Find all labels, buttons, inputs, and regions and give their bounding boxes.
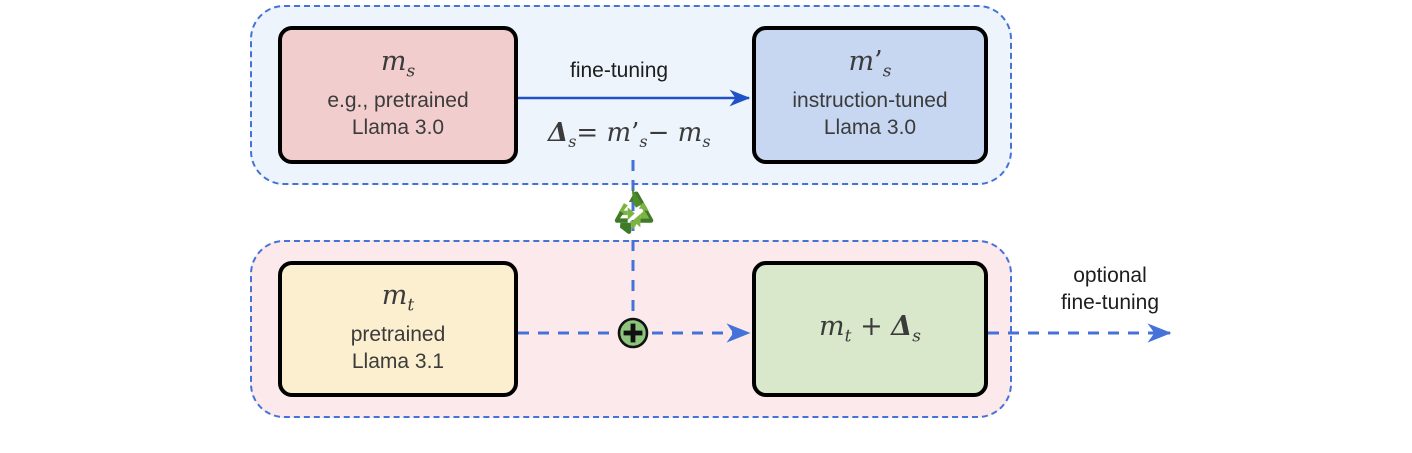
recycle-icon: [614, 187, 654, 234]
label-optional-fine-tuning: optional fine-tuning: [1040, 262, 1180, 317]
model-desc-mt: pretrained Llama 3.1: [350, 323, 446, 374]
model-desc-ms-prime: instruction-tuned Llama 3.0: [792, 89, 948, 140]
label-optional-line1: optional: [1073, 264, 1147, 287]
model-desc-ms: e.g., pretrained Llama 3.0: [327, 89, 469, 140]
label-optional-line2: fine-tuning: [1060, 291, 1160, 315]
model-symbol-ms: ms: [380, 45, 416, 82]
model-box-target-pretrained[interactable]: mt pretrained Llama 3.1: [278, 261, 518, 397]
model-box-source-instruction-tuned[interactable]: m’s instruction-tuned Llama 3.0: [752, 26, 988, 164]
model-box-merged-result[interactable]: mt + Δs: [752, 261, 988, 397]
plus-circle-icon: [617, 317, 649, 349]
model-box-source-pretrained[interactable]: ms e.g., pretrained Llama 3.0: [278, 26, 518, 164]
model-symbol-mt: mt: [381, 279, 415, 316]
label-delta-equation: Δs= m’s− ms: [548, 118, 711, 152]
model-symbol-merged: mt + Δs: [819, 310, 921, 347]
label-fine-tuning: fine-tuning: [570, 59, 669, 82]
model-symbol-ms-prime: m’s: [848, 45, 892, 82]
